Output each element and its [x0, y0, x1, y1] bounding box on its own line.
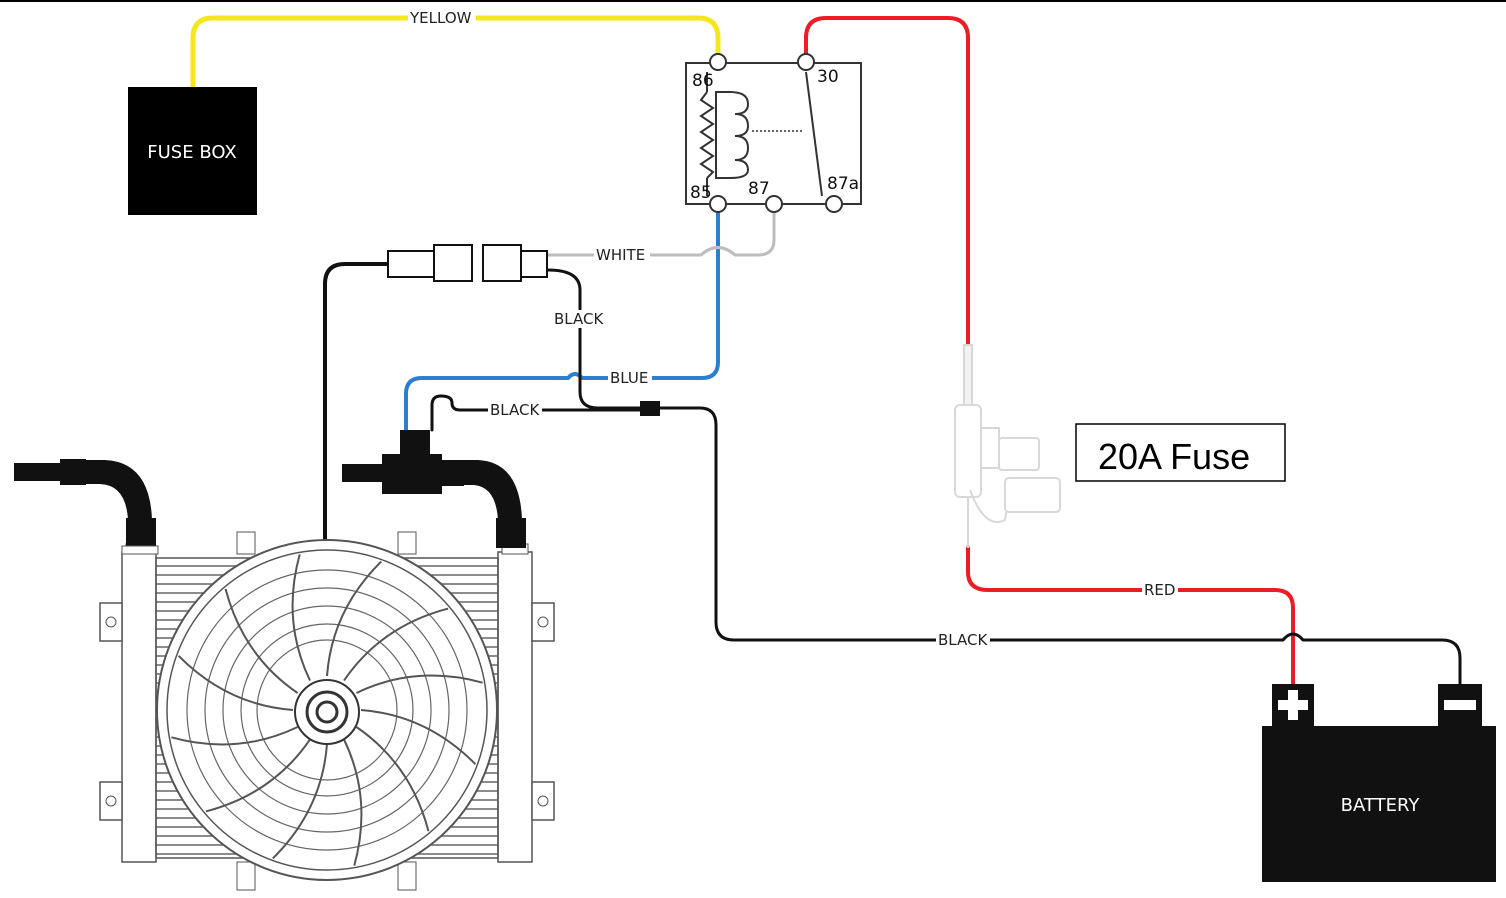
fan-blade	[356, 674, 483, 694]
fan-ring	[204, 587, 450, 833]
terminal-87a	[825, 195, 843, 213]
left-hose-fitting	[14, 459, 159, 555]
fan-ring	[186, 569, 468, 851]
fan-blade	[360, 709, 477, 765]
label-black-b: BLACK	[490, 401, 540, 419]
terminal-30-label: 30	[817, 67, 839, 87]
label-red: RED	[1144, 581, 1175, 599]
right-hose-fitting	[342, 430, 526, 548]
battery-label: BATTERY	[1341, 795, 1421, 816]
terminal-86	[709, 53, 727, 71]
fan-blade	[326, 560, 382, 677]
fan-ring	[256, 639, 398, 781]
fuse-box-label: FUSE BOX	[147, 142, 236, 163]
terminal-87-label: 87	[748, 179, 770, 199]
fuse-box	[128, 87, 257, 215]
wire-labels: YELLOW WHITE BLACK BLUE BLACK RED BLACK	[408, 9, 1178, 649]
fan-blade	[291, 554, 311, 681]
fan-blade	[171, 726, 298, 746]
wire-connector	[387, 244, 548, 282]
fan-blade	[343, 607, 449, 682]
black-wire-b	[430, 394, 652, 432]
fan-ring	[240, 623, 414, 797]
oil-cooler-fan	[99, 531, 555, 891]
relay	[685, 53, 862, 213]
blue-wire	[404, 201, 720, 432]
terminal-86-label: 86	[692, 71, 714, 91]
wire-splice	[640, 401, 660, 416]
label-black-a: BLACK	[554, 310, 604, 328]
battery	[1262, 684, 1496, 882]
white-wire	[546, 203, 776, 257]
red-wire	[804, 16, 970, 347]
fan-blade	[205, 738, 311, 813]
terminal-87a-label: 87a	[827, 174, 859, 194]
terminal-30	[797, 53, 815, 71]
terminal-87	[765, 195, 783, 213]
label-black-c: BLACK	[938, 631, 988, 649]
terminal-85-label: 85	[690, 183, 712, 203]
label-white: WHITE	[596, 246, 645, 264]
black-wire-fan	[323, 262, 390, 707]
fan-ring	[222, 605, 432, 815]
fan-blade	[272, 743, 328, 860]
fan-blade	[224, 588, 299, 694]
inline-fuse-holder	[954, 344, 1061, 548]
fan-blade	[343, 739, 363, 866]
label-blue: BLUE	[610, 369, 648, 387]
fan-blade	[177, 655, 294, 711]
label-yellow: YELLOW	[409, 9, 472, 27]
terminal-85	[709, 195, 727, 213]
black-wire-a	[546, 268, 1462, 687]
yellow-wire	[190, 15, 721, 93]
fuse-callout-label: 20A Fuse	[1098, 436, 1250, 477]
fuse-callout-box	[1075, 423, 1286, 482]
fan-blade	[355, 726, 430, 832]
red-wire-lower	[966, 546, 1295, 687]
